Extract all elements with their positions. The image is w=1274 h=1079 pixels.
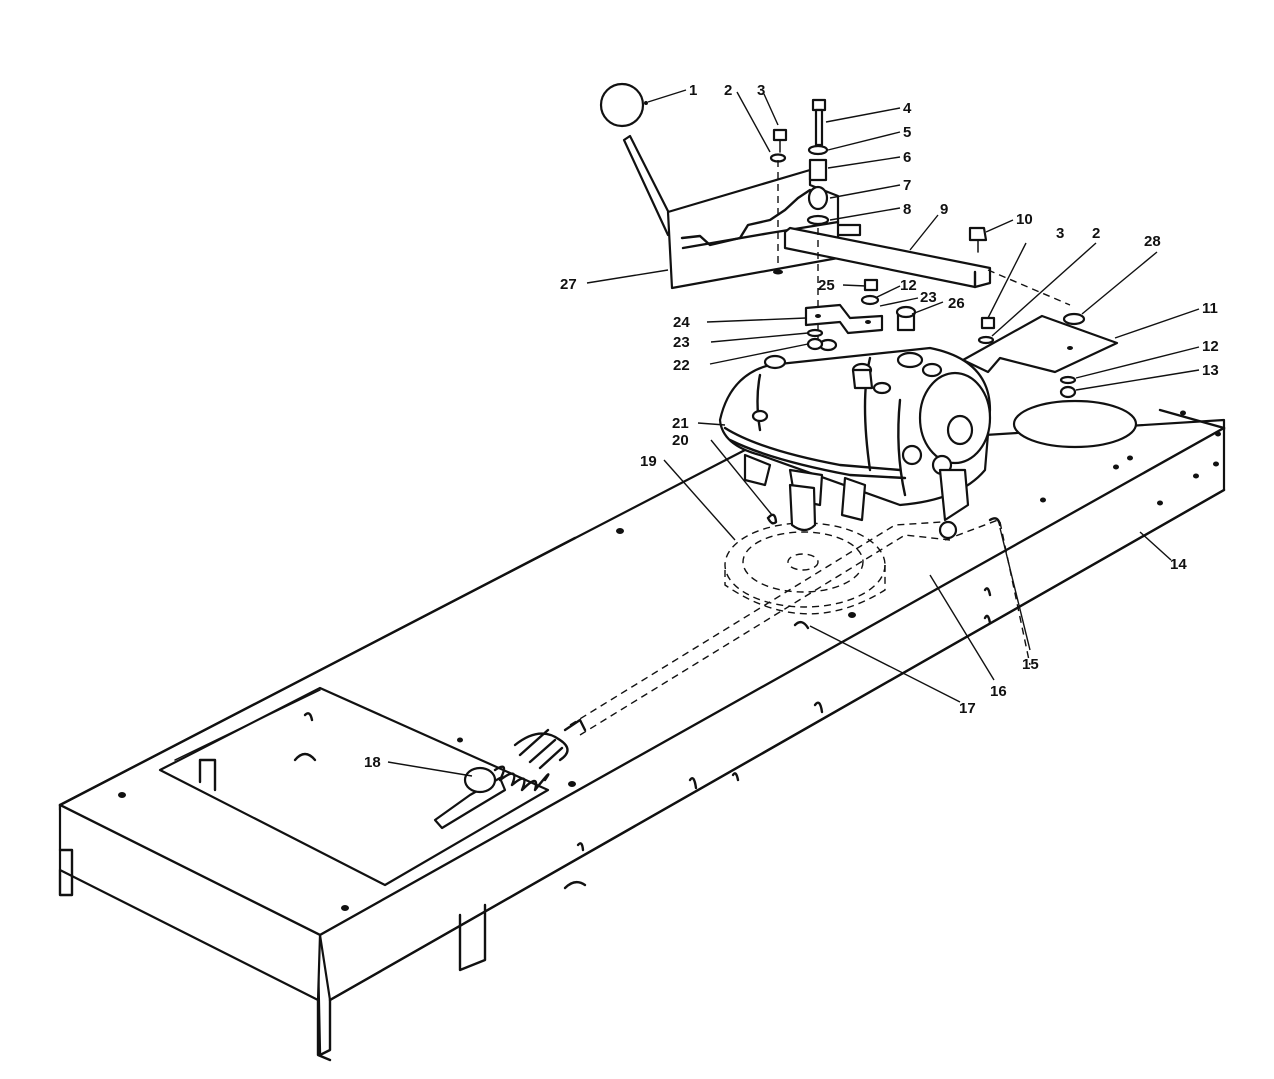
hardware-bolt-10 [968,226,988,253]
callout-19: 19 [640,453,657,470]
frame-holes [118,410,1221,911]
plate-24 [804,278,917,351]
callout-17: 17 [959,700,976,717]
callout-2: 2 [724,82,732,99]
callout-18: 18 [364,754,381,771]
callout-26: 26 [948,295,965,312]
callout-22: 22 [673,357,690,374]
callout-15: 15 [1022,656,1039,673]
callout-labels: 1 2 3 4 5 6 7 8 9 10 3 2 28 11 12 13 25 … [364,82,1219,771]
callout-11: 11 [1202,300,1218,317]
chassis-frame [58,399,1226,1062]
callout-23a: 23 [920,289,937,306]
callout-25: 25 [818,277,835,294]
callout-16: 16 [990,683,1007,700]
callout-4: 4 [903,100,912,117]
callout-12a: 12 [1202,338,1219,355]
callout-3: 3 [757,82,765,99]
spring-18 [433,718,587,830]
transaxle-housing [718,338,992,540]
callout-5: 5 [903,124,911,141]
callout-21: 21 [672,415,689,432]
callout-13: 13 [1202,362,1219,379]
shift-bracket-27 [666,168,840,290]
shift-knob [599,82,645,128]
callout-1: 1 [689,82,697,99]
callout-6: 6 [903,149,911,166]
callout-20: 20 [672,432,689,449]
callout-24: 24 [673,314,690,331]
callout-3b: 3 [1056,225,1064,242]
shift-link-9 [783,226,992,289]
leader-lines [387,89,1200,777]
hardware-bolt-3 [769,128,788,268]
callout-23b: 23 [673,334,690,351]
hardware-bolt-4 [806,98,830,345]
plate-11 [961,269,1119,399]
callout-7: 7 [903,177,911,194]
callout-10: 10 [1016,211,1033,228]
callout-2b: 2 [1092,225,1100,242]
callout-27: 27 [560,276,577,293]
callout-12b: 12 [900,277,917,294]
callout-9: 9 [940,201,948,218]
callout-28: 28 [1144,233,1161,250]
callout-8: 8 [903,201,911,218]
callout-14: 14 [1170,556,1187,573]
